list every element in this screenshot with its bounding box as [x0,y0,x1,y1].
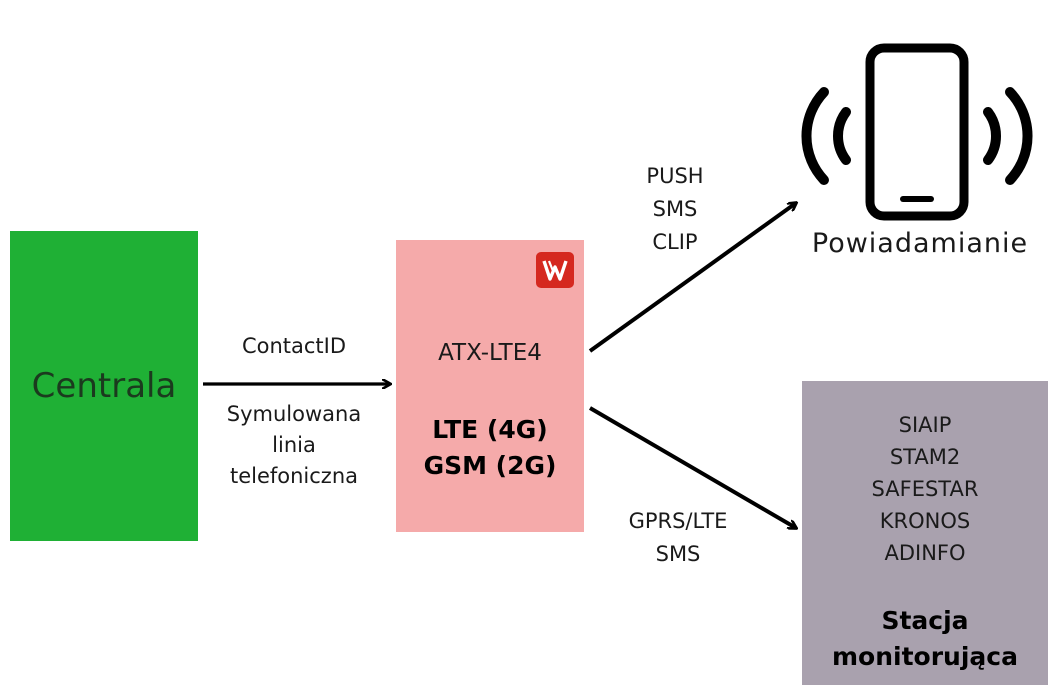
centrala-box: Centrala [10,231,198,541]
monitoring-channels-label: GPRS/LTE SMS [598,505,758,571]
contactid-label: ContactID [241,334,347,358]
notification-channels-label: PUSH SMS CLIP [605,160,745,259]
atx-tech-lte: LTE (4G) [432,415,548,444]
protocol-item: STAM2 [889,445,961,469]
monitoring-station-title: Stacja monitorująca [802,603,1048,675]
protocol-item: SAFESTAR [871,477,979,501]
protocol-list: SIAIP STAM2 SAFESTAR KRONOS ADINFO [802,409,1048,569]
protocol-item: ADINFO [884,541,966,565]
channel-sms-bottom: SMS [655,542,701,566]
atx-name: ATX-LTE4 [438,340,542,366]
notification-label: Powiadamianie [811,228,1029,259]
atx-tech-gsm: GSM (2G) [423,451,557,480]
protocol-item: SIAIP [898,413,952,437]
channel-clip: CLIP [652,230,698,254]
channel-sms: SMS [652,197,698,221]
brand-logo-icon [536,252,574,288]
simulated-line-text-2: linia [272,433,316,457]
smartphone-signal-icon [801,43,1033,221]
simulated-line-text-1: Symulowana [226,402,362,426]
atx-module-box: ATX-LTE4 LTE (4G) GSM (2G) [396,240,584,532]
monitoring-station-box: SIAIP STAM2 SAFESTAR KRONOS ADINFO Stacj… [802,381,1048,685]
protocol-item: KRONOS [879,509,971,533]
simulated-line-text-3: telefoniczna [229,464,359,488]
monitoring-title-line-2: monitorująca [832,642,1018,671]
notification-panel [800,14,1036,224]
atx-technologies: LTE (4G) GSM (2G) [396,412,584,484]
arrow-atx-to-monitoring [588,406,796,528]
arrow-atx-to-phone [588,203,796,353]
simulated-line-label: Symulowana linia telefoniczna [204,399,384,492]
monitoring-title-line-1: Stacja [881,606,969,635]
channel-push: PUSH [646,164,704,188]
centrala-label: Centrala [31,366,177,406]
channel-gprs-lte: GPRS/LTE [628,509,728,533]
